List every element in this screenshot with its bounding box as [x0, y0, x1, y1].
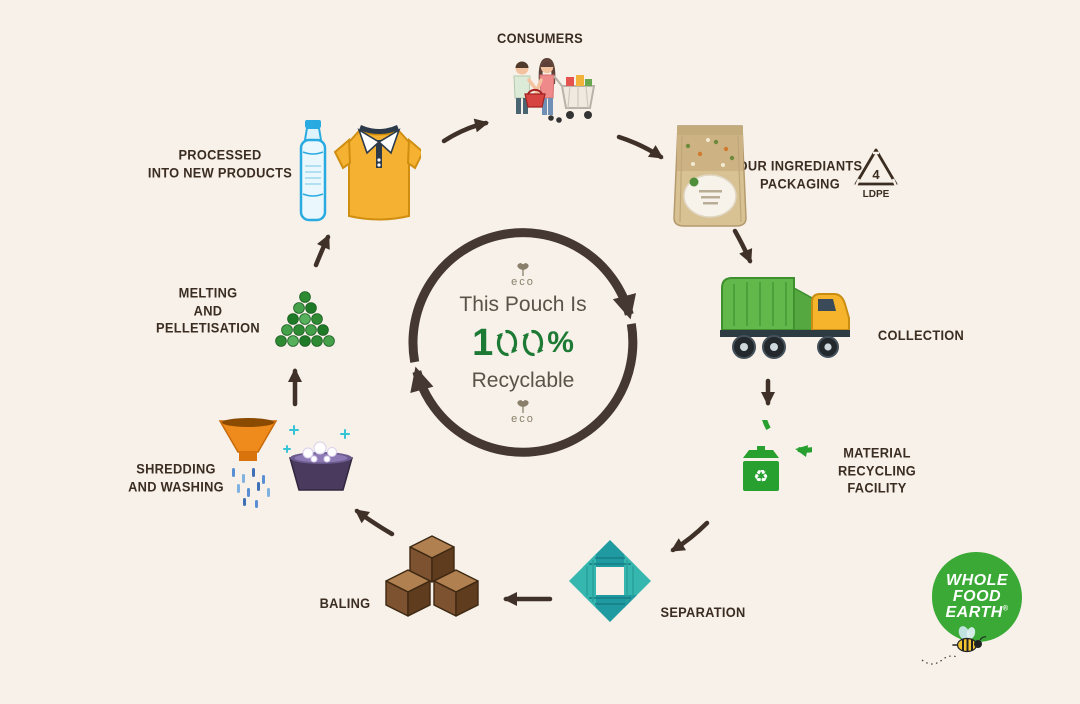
zero-recycle-icon: [522, 329, 544, 357]
stage-label-consumers: CONSUMERS: [497, 31, 583, 47]
pouch-icon: [673, 125, 747, 227]
baling-icon: [385, 535, 479, 617]
arrow-consumers-to-packaging: [616, 134, 664, 160]
leaf-icon: [517, 263, 529, 277]
stage-label-packaging: OUR INGREDIANTS PACKAGING: [737, 158, 863, 191]
brand-logo-line-2: FOOD: [952, 587, 1002, 605]
eco-label: eco: [511, 276, 535, 288]
stage-label-melting: MELTING AND PELLETISATION: [156, 285, 260, 336]
eco-badge-bottom: eco: [511, 398, 535, 425]
bee-icon: [921, 626, 987, 665]
stage-label-shredding: SHREDDING AND WASHING: [128, 461, 224, 494]
stage-label-collection: COLLECTION: [877, 328, 965, 344]
arrow-packaging-to-collection: [732, 228, 753, 264]
leaf-icon: [517, 400, 529, 414]
digit-one: 1: [472, 322, 494, 364]
consumers-icon: [513, 58, 596, 123]
percent-sign: %: [547, 326, 574, 359]
shredding-washing-icon: [218, 418, 353, 508]
brand-logo-line-1: WHOLE: [945, 571, 1009, 589]
claim-line-1: This Pouch Is: [459, 293, 587, 316]
claim-percent: 1 %: [472, 324, 574, 362]
arrow-products-to-consumers: [441, 118, 489, 144]
recycle-glyph: ♻: [753, 467, 768, 487]
stage-label-baling: BALING: [319, 596, 371, 612]
center-claim: eco This Pouch Is 1: [418, 261, 628, 425]
eco-label: eco: [511, 413, 535, 425]
arrow-mrf-to-separation: [670, 520, 710, 553]
separation-icon: [569, 540, 651, 622]
eco-badge-top: eco: [511, 261, 535, 288]
ldpe-recycle-code-icon: 4 LDPE: [854, 148, 898, 200]
brand-logo-line-3: EARTH: [945, 604, 1003, 622]
new-products-icon: [299, 120, 421, 222]
zero-recycle-icon: [496, 329, 518, 357]
stage-label-separation: SEPARATION: [660, 605, 746, 621]
garbage-truck-icon: [720, 277, 850, 359]
stage-label-mrf: MATERIAL RECYCLING FACILITY: [837, 445, 917, 496]
recycling-facility-icon: ♻: [743, 420, 812, 491]
arrow-baling-to-shredding: [354, 508, 395, 537]
cycle-arrows-icon: [408, 228, 638, 457]
arrow-melting-to-products: [313, 234, 331, 268]
ldpe-number: 4: [872, 167, 880, 182]
ldpe-code: LDPE: [863, 189, 890, 200]
brand-logo: WHOLE FOOD EARTH®: [932, 552, 1022, 642]
stage-label-processed: PROCESSED INTO NEW PRODUCTS: [147, 147, 293, 180]
registered-mark: ®: [1002, 605, 1009, 613]
pellets-icon: [275, 291, 335, 347]
claim-line-2: Recyclable: [471, 369, 575, 392]
